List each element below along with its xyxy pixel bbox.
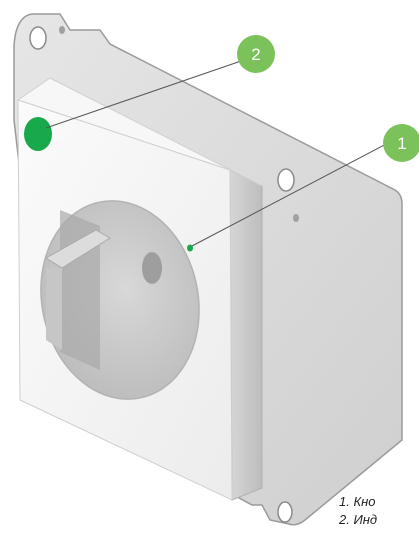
legend-item-1: 1. Кно — [339, 493, 377, 511]
frame-hole-right — [278, 169, 294, 191]
frame-hole-right-lower — [293, 214, 299, 222]
body-side — [230, 170, 262, 500]
frame-hole-top-left — [30, 27, 46, 49]
socket-ground-clip-lower — [46, 268, 62, 350]
legend: 1. Кно 2. Инд — [339, 493, 377, 529]
socket-pin-hole — [142, 252, 162, 284]
callout-2-number: 2 — [251, 45, 260, 64]
callout-1-number: 1 — [397, 134, 406, 153]
frame-hole-top — [59, 26, 65, 34]
frame-hole-bottom — [278, 502, 292, 522]
button-green — [24, 117, 52, 151]
legend-item-2: 2. Инд — [339, 511, 377, 529]
